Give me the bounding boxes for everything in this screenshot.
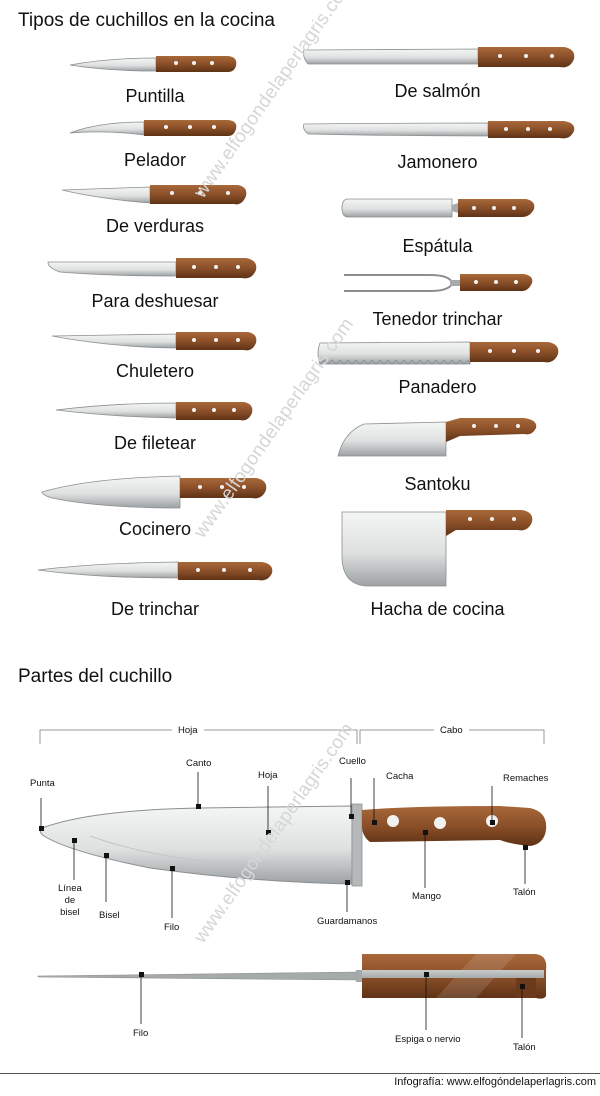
part-talon: Talón bbox=[513, 887, 536, 898]
bracket-label-hoja: Hoja bbox=[172, 725, 204, 737]
knife-label-tenedor-trinchar: Tenedor trinchar bbox=[372, 309, 503, 329]
fork-tenedor-trinchar bbox=[344, 274, 533, 292]
knife-label-jamonero: Jamonero bbox=[397, 152, 478, 172]
part-filo: Filo bbox=[164, 922, 180, 933]
knife-pelador bbox=[69, 120, 237, 136]
knife-label-para-deshuesar: Para deshuesar bbox=[91, 291, 219, 311]
part-talon-tang: Talón bbox=[513, 1042, 536, 1053]
part-filo-tang: Filo bbox=[133, 1028, 149, 1039]
knife-hacha-de-cocina bbox=[341, 510, 533, 587]
brackets bbox=[39, 729, 545, 744]
knife-espatula bbox=[341, 198, 535, 218]
knife-cocinero bbox=[41, 475, 267, 509]
footer-credit: Infografía: www.elfogóndelaperlagris.com bbox=[394, 1076, 596, 1088]
knife-label-hacha-de-cocina: Hacha de cocina bbox=[370, 599, 505, 619]
part-cacha: Cacha bbox=[386, 771, 414, 782]
knife-label-de-salmon: De salmón bbox=[394, 81, 481, 101]
knife-label-de-filetear: De filetear bbox=[113, 433, 197, 453]
knife-label-chuletero: Chuletero bbox=[115, 361, 195, 381]
part-cuello: Cuello bbox=[339, 756, 366, 767]
footer-divider bbox=[0, 1073, 600, 1074]
anatomy-knife bbox=[39, 803, 547, 887]
knife-jamonero bbox=[303, 121, 575, 139]
part-canto: Canto bbox=[186, 758, 212, 769]
knife-panadero bbox=[317, 341, 559, 365]
knife-de-verduras bbox=[61, 185, 247, 205]
bracket-label-cabo: Cabo bbox=[434, 725, 469, 737]
part-punta: Punta bbox=[30, 778, 55, 789]
anatomy-leader-lines bbox=[39, 772, 528, 918]
section-title-parts: Partes del cuchillo bbox=[18, 666, 173, 687]
tang-leader-lines bbox=[139, 972, 525, 1038]
knife-label-espatula: Espátula bbox=[402, 236, 473, 256]
knife-puntilla bbox=[69, 56, 237, 72]
knife-label-panadero: Panadero bbox=[398, 377, 477, 397]
knife-label-puntilla: Puntilla bbox=[125, 86, 185, 106]
part-remaches: Remaches bbox=[503, 773, 549, 784]
knife-label-pelador: Pelador bbox=[123, 150, 187, 170]
section-title-types: Tipos de cuchillos en la cocina bbox=[18, 10, 275, 31]
part-linea-de-bisel: Línea de bisel bbox=[58, 883, 82, 918]
knife-label-de-trinchar: De trinchar bbox=[110, 599, 200, 619]
knife-chuletero bbox=[51, 332, 257, 351]
knife-label-cocinero: Cocinero bbox=[118, 519, 192, 539]
knife-de-filetear bbox=[55, 402, 253, 421]
part-guardamanos: Guardamanos bbox=[317, 916, 378, 927]
part-espiga: Espiga o nervio bbox=[395, 1034, 461, 1045]
knife-para-deshuesar bbox=[47, 258, 257, 279]
knife-de-trinchar bbox=[37, 561, 273, 581]
anatomy-knife-tang bbox=[37, 954, 547, 999]
part-bisel: Bisel bbox=[99, 910, 120, 921]
knife-de-salmon bbox=[303, 47, 575, 68]
knife-label-santoku: Santoku bbox=[404, 474, 471, 494]
part-hoja: Hoja bbox=[258, 770, 278, 781]
knife-label-de-verduras: De verduras bbox=[105, 216, 205, 236]
part-mango: Mango bbox=[412, 891, 442, 902]
knife-santoku bbox=[337, 418, 537, 457]
